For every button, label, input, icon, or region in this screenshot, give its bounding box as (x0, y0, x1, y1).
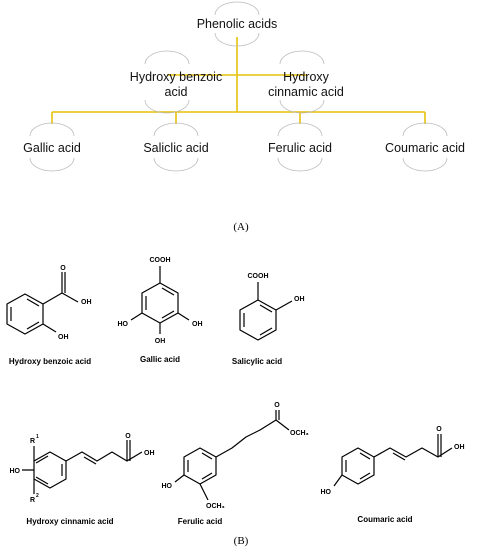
atom-acid-oh: OH (81, 299, 92, 306)
structure-hydroxy-cinnamic-acid: R 1 HO R 2 O OH Hydroxy cinnamic acid (10, 433, 155, 526)
tree-connectors (51, 37, 426, 124)
side-chain-hydroxy-cinnamic (65, 440, 143, 462)
node-saliclic-acid-ring (153, 122, 199, 172)
name-hydroxy-cinnamic-acid: Hydroxy cinnamic acid (26, 517, 113, 526)
ring-inner-bonds-hydroxy-benzoic (10, 298, 40, 330)
ring-inner-bonds-salicylic (243, 304, 273, 336)
ring-gallic (141, 282, 179, 324)
node-hydroxy-benzoic-line1: Hydroxy benzoic (130, 70, 222, 84)
node-hydroxy-cinnamic-line1: Hydroxy (283, 70, 330, 84)
node-hydroxy-benzoic-line2: acid (165, 85, 188, 99)
node-ferulic-acid-ring (277, 122, 323, 172)
substituent-bonds-ferulic (174, 474, 209, 501)
name-coumaric-acid: Coumaric acid (357, 515, 412, 524)
vinyl-double-bond (83, 456, 97, 465)
node-ferulic-acid-label: Ferulic acid (268, 141, 332, 155)
ring-inner-bonds-coumaric (345, 452, 371, 480)
atom-cooh: COOH (150, 257, 171, 264)
ring-hydroxy-benzoic (6, 293, 44, 335)
atom-carbonyl-o: O (274, 402, 280, 409)
carboxyl-bonds-hydroxy-benzoic (42, 272, 79, 305)
atom-methoxy-och3: OCH₃ (206, 503, 225, 510)
atom-carbonyl-o: O (436, 426, 442, 433)
structure-salicylic-acid: COOH OH Salicylic acid (232, 273, 305, 366)
node-hydroxy-benzoic: Hydroxy benzoic acid (130, 50, 222, 114)
node-root-ring (214, 1, 260, 47)
ring-ferulic (183, 447, 217, 485)
vinyl-double-bond (392, 452, 406, 461)
atom-r2-superscript: 2 (36, 493, 39, 499)
node-coumaric-acid: Coumaric acid (385, 122, 465, 172)
ring-inner-bonds-gallic (145, 287, 175, 319)
name-salicylic-acid: Salicylic acid (232, 357, 282, 366)
name-ferulic-acid: Ferulic acid (178, 517, 223, 526)
atom-oh-bottom: OH (155, 338, 166, 345)
atom-ho: HO (10, 468, 21, 475)
hydroxyl-bond-hydroxy-benzoic (42, 323, 57, 333)
node-gallic-acid: Gallic acid (23, 122, 81, 172)
ring-hydroxy-cinnamic (33, 451, 67, 489)
side-chain-coumaric (373, 434, 453, 458)
structure-hydroxy-benzoic-acid: O OH OH Hydroxy benzoic acid (6, 265, 92, 366)
side-chain-ferulic (215, 410, 290, 458)
ring-inner-bonds-hydroxy-cinnamic (35, 455, 63, 485)
name-hydroxy-benzoic-acid: Hydroxy benzoic acid (9, 357, 91, 366)
atom-acid-oh: OH (144, 450, 155, 457)
node-coumaric-acid-label: Coumaric acid (385, 141, 465, 155)
name-gallic-acid: Gallic acid (140, 355, 180, 364)
node-gallic-acid-ring (29, 122, 75, 172)
atom-oh: OH (294, 296, 305, 303)
hydroxyl-bond-coumaric (333, 474, 343, 487)
node-gallic-acid-label: Gallic acid (23, 141, 81, 155)
node-hydroxy-benzoic-ring (144, 50, 190, 114)
substituent-bonds-salicylic (257, 282, 293, 311)
atom-ho: HO (162, 483, 173, 490)
node-coumaric-acid-ring (402, 122, 448, 172)
atom-oh-right: OH (192, 321, 203, 328)
node-ferulic-acid: Ferulic acid (268, 122, 332, 172)
atom-acid-oh: OH (454, 444, 465, 451)
atom-hydroxyl-oh: OH (58, 334, 69, 341)
node-saliclic-acid: Saliclic acid (143, 122, 209, 172)
structure-ferulic-acid: O OCH₃ HO OCH₃ Ferulic acid (162, 402, 309, 526)
structure-coumaric-acid: O OH HO Coumaric acid (321, 426, 465, 524)
panel-a-label: (A) (233, 221, 249, 233)
classification-tree: Phenolic acids Hydroxy benzoic acid Hydr… (23, 1, 465, 172)
atom-carbonyl-o: O (125, 433, 131, 440)
structure-gallic-acid: COOH HO OH OH Gallic acid (118, 257, 203, 364)
atom-cooh: COOH (248, 273, 269, 280)
ring-coumaric (341, 447, 375, 485)
node-hydroxy-cinnamic: Hydroxy cinnamic acid (268, 50, 344, 114)
node-hydroxy-cinnamic-ring (279, 50, 325, 114)
substituent-bonds-hydroxy-cinnamic (22, 446, 35, 494)
panel-b-label: (B) (234, 535, 249, 547)
node-root-label: Phenolic acids (197, 17, 278, 31)
atom-r1-superscript: 1 (36, 434, 39, 440)
atom-r2: R (30, 497, 35, 504)
ring-salicylic (239, 299, 277, 341)
atom-carbonyl-o: O (60, 265, 66, 272)
atom-oh-left: HO (118, 321, 129, 328)
atom-r1: R (30, 438, 35, 445)
atom-ester-och3: OCH₃ (290, 430, 309, 437)
node-saliclic-acid-label: Saliclic acid (143, 141, 208, 155)
substituent-bonds-gallic (130, 266, 190, 334)
node-hydroxy-cinnamic-line2: cinnamic acid (268, 85, 344, 99)
ring-inner-bonds-ferulic (187, 452, 213, 480)
node-root: Phenolic acids (197, 1, 278, 47)
atom-ho: HO (321, 489, 332, 496)
